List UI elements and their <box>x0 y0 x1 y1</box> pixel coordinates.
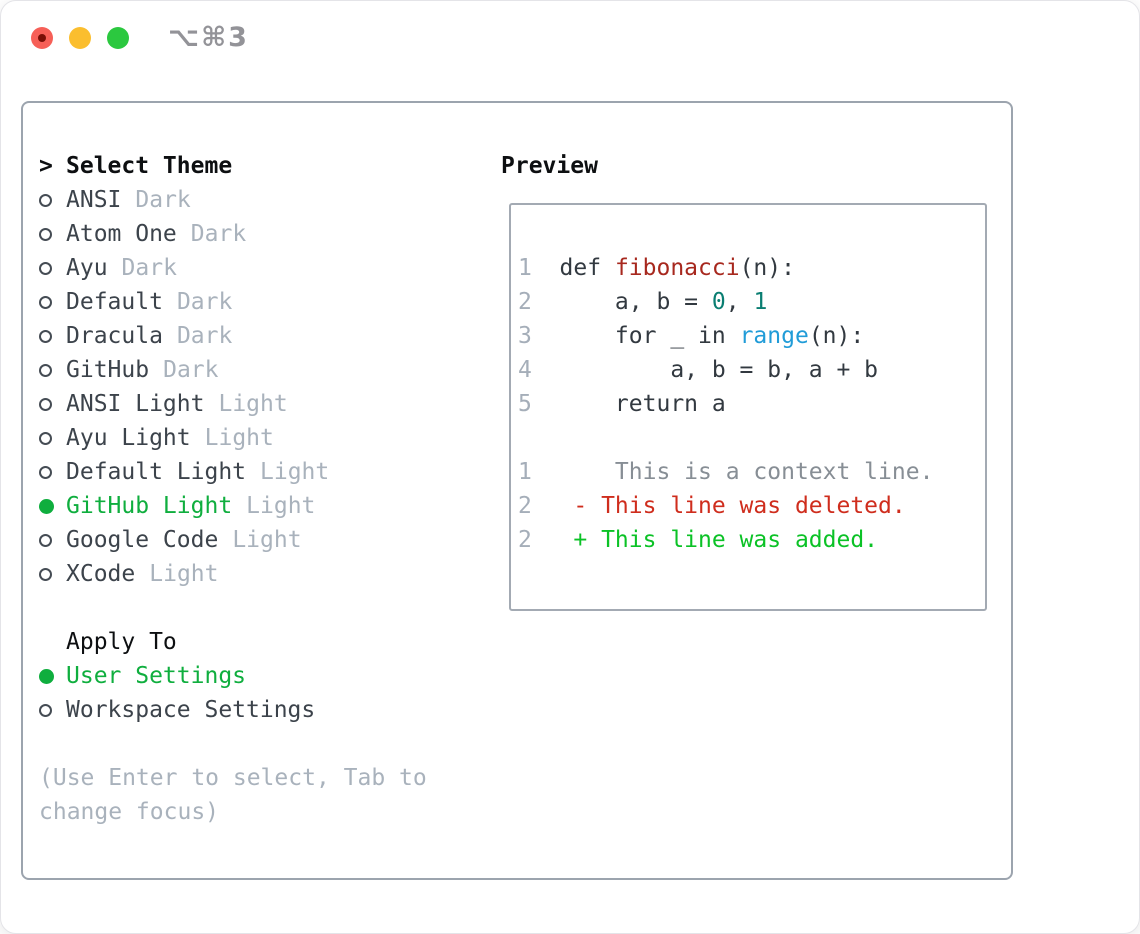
radio-icon[interactable] <box>39 567 52 581</box>
theme-variant-label: Light <box>246 493 316 519</box>
code-line: 1 This is a context line. <box>518 459 934 485</box>
theme-option-atom-one[interactable]: Atom One Dark <box>39 217 475 251</box>
select-theme-heading: Select Theme <box>66 153 233 179</box>
apply-option-user-settings[interactable]: User Settings <box>39 659 475 693</box>
theme-variant-label: Light <box>260 459 330 485</box>
apply-option-label: User Settings <box>66 663 247 689</box>
radio-icon[interactable] <box>39 193 52 207</box>
theme-option-xcode[interactable]: XCode Light <box>39 557 475 591</box>
apply-to-heading: Apply To <box>66 629 177 655</box>
radio-icon[interactable] <box>39 533 52 547</box>
traffic-lights <box>31 27 129 49</box>
close-button[interactable] <box>31 27 53 49</box>
radio-icon[interactable] <box>39 329 52 343</box>
theme-variant-label: Light <box>149 561 219 587</box>
theme-name: Default Light <box>66 459 247 485</box>
theme-name: Dracula <box>66 323 163 349</box>
theme-variant-label: Dark <box>176 289 233 315</box>
apply-option-workspace-settings[interactable]: Workspace Settings <box>39 693 475 727</box>
minimize-button[interactable] <box>69 27 91 49</box>
theme-variant-label: Dark <box>135 187 191 213</box>
theme-option-default[interactable]: Default Dark <box>39 285 475 319</box>
theme-name: XCode <box>66 561 136 587</box>
spacer <box>39 591 475 625</box>
zoom-button[interactable] <box>107 27 129 49</box>
theme-name: ANSI <box>66 187 122 213</box>
select-theme-heading-row: > Select Theme <box>39 149 475 183</box>
code-line: 4 a, b = b, a + b <box>518 357 879 383</box>
apply-option-label: Workspace Settings <box>66 697 316 723</box>
code-line: 2 + This line was added. <box>518 527 879 553</box>
preview-box: 1 def fibonacci(n): 2 a, b = 0, 1 3 for _ … <box>509 203 987 611</box>
theme-option-github-light[interactable]: GitHub Light Light <box>39 489 475 523</box>
code-line: 1 def fibonacci(n): <box>518 255 795 281</box>
radio-selected-icon[interactable] <box>39 668 54 684</box>
keyboard-hint: (Use Enter to select, Tab to change focu… <box>39 765 427 825</box>
theme-name: Ayu <box>66 255 108 281</box>
right-panel: Preview 1 def fibonacci(n): 2 a, b = 0, 1… <box>501 149 987 611</box>
unsaved-dot-icon <box>38 34 46 42</box>
radio-icon[interactable] <box>39 703 52 717</box>
radio-icon[interactable] <box>39 431 52 445</box>
radio-icon[interactable] <box>39 363 52 377</box>
theme-option-ansi[interactable]: ANSI Dark <box>39 183 475 217</box>
theme-option-ayu-light[interactable]: Ayu Light Light <box>39 421 475 455</box>
preview-heading: Preview <box>501 153 598 179</box>
code-line: 2 a, b = 0, 1 <box>518 289 768 315</box>
theme-name: ANSI Light <box>66 391 205 417</box>
theme-name: Default <box>66 289 163 315</box>
apply-to-heading-row: Apply To <box>39 625 475 659</box>
radio-icon[interactable] <box>39 261 52 275</box>
radio-icon[interactable] <box>39 397 52 411</box>
theme-option-dracula[interactable]: Dracula Dark <box>39 319 475 353</box>
theme-name: Ayu Light <box>66 425 191 451</box>
code-line: 2 - This line was deleted. <box>518 493 906 519</box>
theme-name: GitHub Light <box>66 493 233 519</box>
theme-option-default-light[interactable]: Default Light Light <box>39 455 475 489</box>
theme-option-google-code[interactable]: Google Code Light <box>39 523 475 557</box>
theme-variant-label: Dark <box>190 221 247 247</box>
theme-name: GitHub <box>66 357 150 383</box>
radio-icon[interactable] <box>39 465 52 479</box>
theme-variant-label: Light <box>204 425 274 451</box>
radio-icon[interactable] <box>39 227 52 241</box>
theme-option-ayu[interactable]: Ayu Dark <box>39 251 475 285</box>
theme-variant-label: Dark <box>163 357 219 383</box>
window-title: ⌥⌘3 <box>168 22 249 53</box>
theme-option-github[interactable]: GitHub Dark <box>39 353 475 387</box>
preview-heading-row: Preview <box>501 149 987 183</box>
prompt-caret-icon: > <box>39 153 53 179</box>
code-line <box>518 421 985 455</box>
theme-variant-label: Light <box>218 391 288 417</box>
theme-variant-label: Dark <box>176 323 233 349</box>
theme-name: Atom One <box>66 221 177 247</box>
theme-variant-label: Light <box>232 527 302 553</box>
preview-code: 1 def fibonacci(n): 2 a, b = 0, 1 3 for _ … <box>511 205 985 557</box>
radio-selected-icon[interactable] <box>39 498 54 514</box>
radio-icon[interactable] <box>39 295 52 309</box>
code-line: 5 return a <box>518 391 726 417</box>
theme-variant-label: Dark <box>121 255 177 281</box>
theme-name: Google Code <box>66 527 219 553</box>
code-line: 3 for _ in range(n): <box>518 323 865 349</box>
theme-option-ansi-light[interactable]: ANSI Light Light <box>39 387 475 421</box>
